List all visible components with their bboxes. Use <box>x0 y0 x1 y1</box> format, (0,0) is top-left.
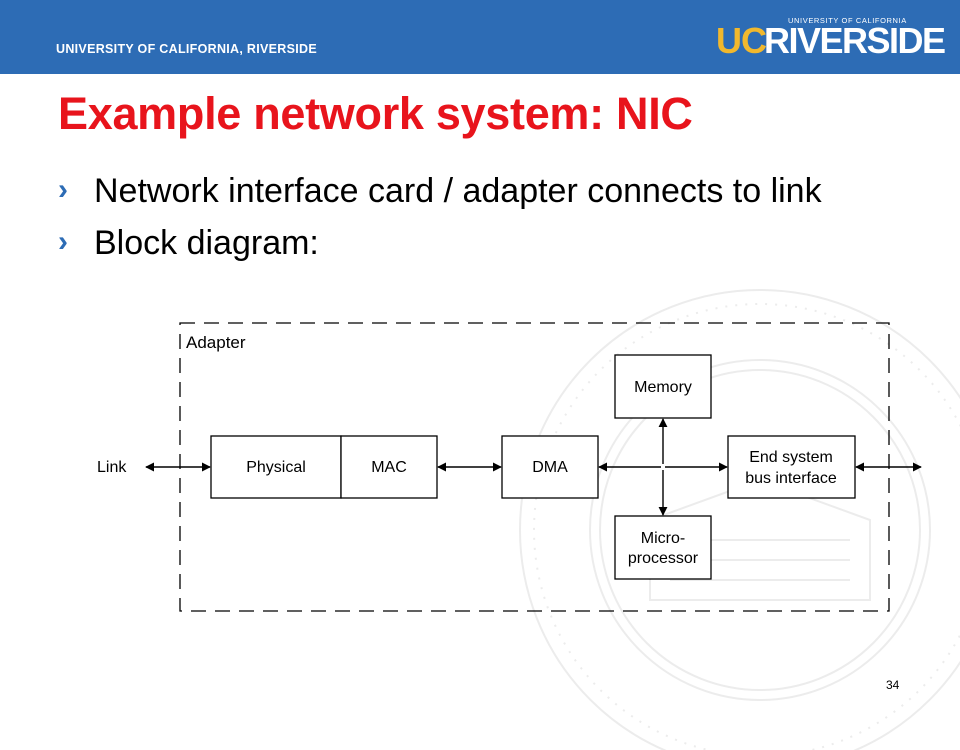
dma-label: DMA <box>532 459 568 476</box>
bullet-item: › Network interface card / adapter conne… <box>58 170 918 212</box>
bullet-list: › Network interface card / adapter conne… <box>58 170 918 274</box>
mac-label: MAC <box>371 459 407 476</box>
slide-title: Example network system: NIC <box>58 88 693 139</box>
end-system-label-line2: bus interface <box>745 470 837 487</box>
bullet-text: Block diagram: <box>94 224 319 262</box>
memory-block <box>614 354 712 419</box>
end-system-label-line1: End system <box>749 449 833 466</box>
memory-label: Memory <box>634 379 692 396</box>
chevron-right-icon: › <box>58 225 68 258</box>
chevron-right-icon: › <box>58 173 68 206</box>
micro-label-line1: Micro- <box>641 530 685 547</box>
ucr-logo: UNIVERSITY OF CALIFORNIA UC RIVERSIDE <box>716 14 946 61</box>
physical-block <box>210 435 342 499</box>
university-name: UNIVERSITY OF CALIFORNIA, RIVERSIDE <box>56 42 317 56</box>
mac-block <box>340 435 438 499</box>
page-number: 34 <box>886 678 900 692</box>
bullet-item: › Block diagram: <box>58 222 918 264</box>
logo-university-text: UNIVERSITY OF CALIFORNIA <box>788 16 907 25</box>
logo-riverside: RIVERSIDE <box>764 20 946 61</box>
physical-label: Physical <box>246 459 306 476</box>
micro-label-line2: processor <box>628 550 699 567</box>
logo-uc: UC <box>716 20 767 61</box>
link-label: Link <box>97 459 127 476</box>
nic-block-diagram: Adapter Link Physical MAC DMA Memory Mic… <box>97 322 922 612</box>
dma-block <box>501 435 599 499</box>
seal-watermark-icon <box>519 289 960 750</box>
end-system-block <box>727 435 856 499</box>
microprocessor-block <box>614 515 712 580</box>
bullet-text: Network interface card / adapter connect… <box>94 172 822 210</box>
adapter-label: Adapter <box>186 333 246 352</box>
header-bar: UNIVERSITY OF CALIFORNIA, RIVERSIDE UNIV… <box>0 0 960 74</box>
